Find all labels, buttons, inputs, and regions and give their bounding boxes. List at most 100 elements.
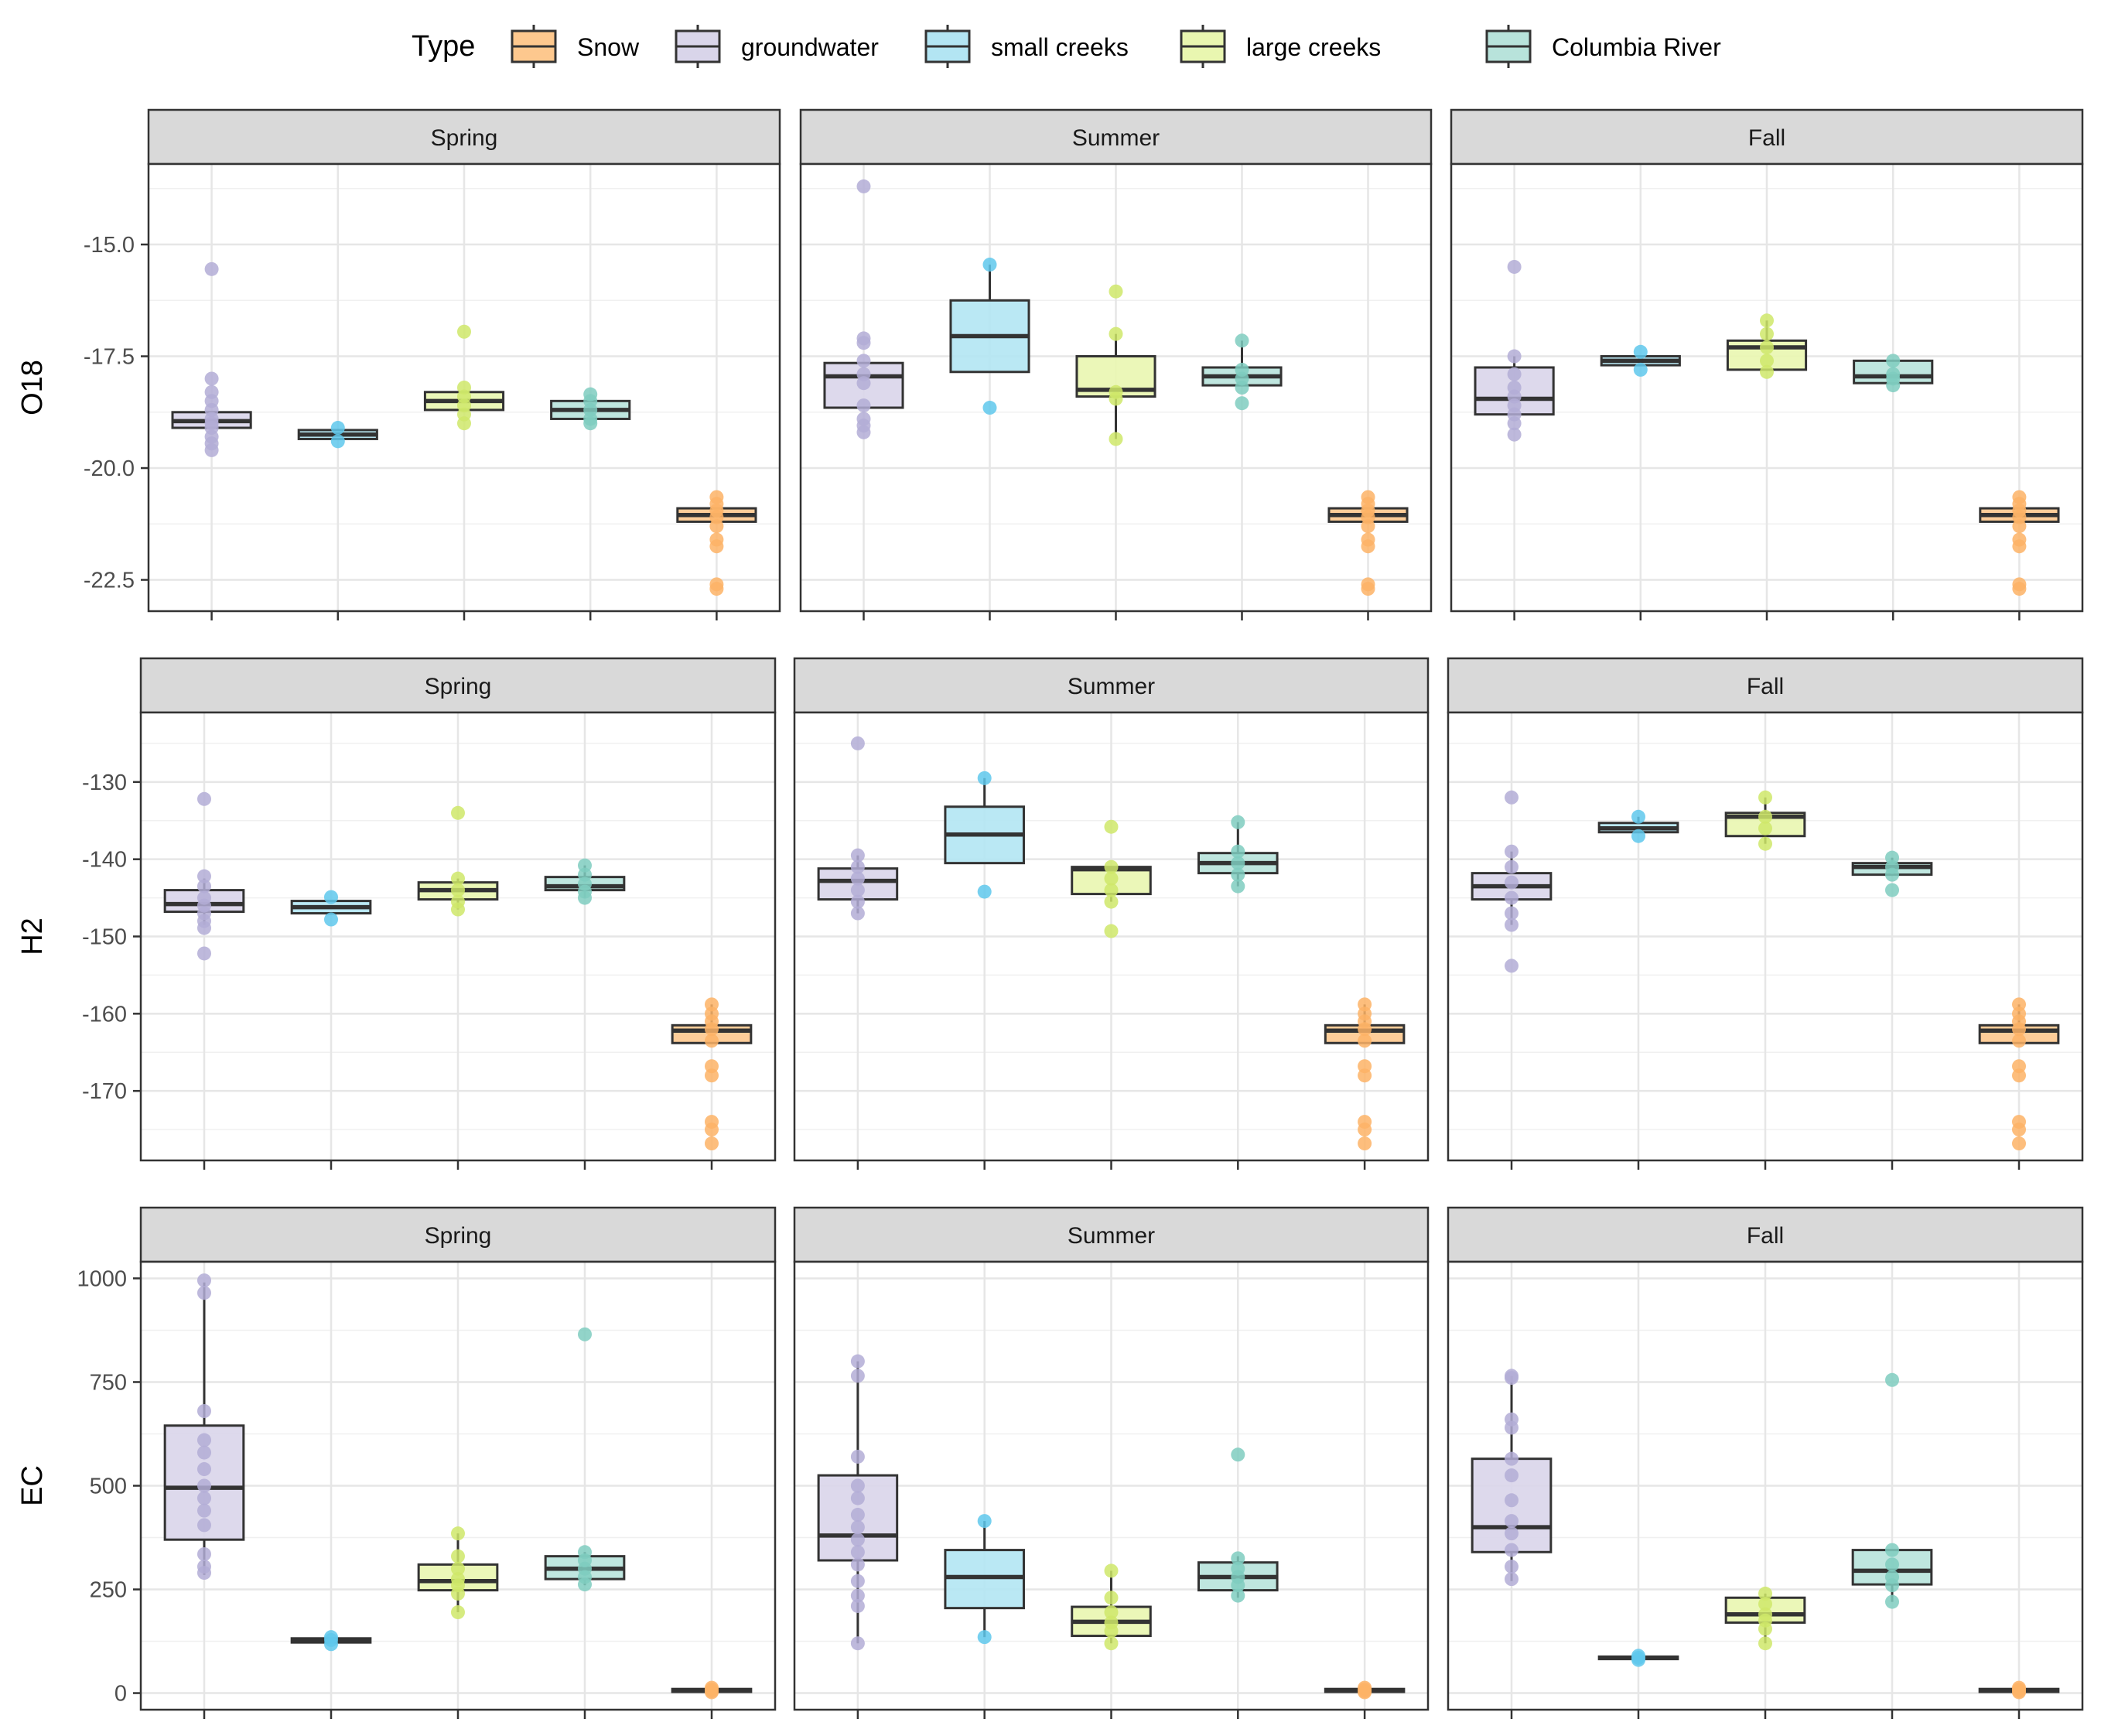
y-axis-label-h2: H2 [16, 918, 49, 955]
data-point [1231, 867, 1245, 882]
data-point [1760, 313, 1774, 328]
facet-strip [799, 108, 1433, 166]
data-point [1505, 1371, 1519, 1386]
box-snow [671, 1680, 753, 1700]
data-point [705, 1123, 719, 1137]
data-point [1505, 1493, 1519, 1508]
data-point [1507, 416, 1522, 431]
legend-item-large-creeks: large creeks [1180, 25, 1381, 68]
data-point [850, 871, 865, 886]
data-point [850, 1508, 865, 1522]
facet-strip [139, 657, 777, 714]
data-point [324, 890, 338, 904]
data-point [1758, 1597, 1772, 1611]
y-tick-label: -22.5 [84, 569, 135, 593]
data-point [850, 848, 865, 863]
data-point [856, 179, 871, 193]
data-point [1235, 333, 1249, 348]
data-point [1505, 1572, 1519, 1587]
data-point [451, 902, 465, 917]
legend-item-columbia-river: Columbia River [1485, 25, 1721, 68]
panel-h2-summer: Summer [793, 657, 1430, 1170]
data-point [1231, 879, 1245, 894]
box-large-creeks [1726, 313, 1808, 379]
data-point [850, 859, 865, 874]
legend-label: large creeks [1246, 33, 1381, 61]
data-point [1231, 815, 1245, 829]
facet-strip-label: Fall [1747, 1223, 1784, 1249]
data-point [451, 871, 465, 886]
data-point [850, 1354, 865, 1369]
facet-strip-label: Spring [425, 674, 492, 699]
data-point [1505, 1543, 1519, 1557]
box-snow [1324, 997, 1406, 1151]
facet-strip-label: Spring [431, 125, 498, 151]
box-small-creeks [944, 1514, 1025, 1645]
data-point [197, 1445, 211, 1460]
box-snow [1324, 1680, 1406, 1700]
panel-o18-summer: Summer [799, 108, 1433, 620]
data-point [1758, 821, 1772, 836]
data-point [850, 1557, 865, 1572]
box-columbia-river [1197, 815, 1279, 894]
facet-strip [1447, 1206, 2084, 1263]
data-point [1104, 859, 1119, 874]
facet-strip-label: Fall [1748, 125, 1785, 151]
data-point [451, 1549, 465, 1563]
data-point [1104, 1563, 1119, 1578]
data-point [330, 434, 345, 449]
box-groundwater [1471, 790, 1553, 973]
data-point [2012, 1034, 2026, 1048]
data-point [1886, 378, 1901, 393]
data-point [1109, 391, 1123, 406]
panel-ec-summer: Summer [793, 1206, 1430, 1719]
data-point [197, 1503, 211, 1518]
data-point [1361, 582, 1375, 596]
data-point [1104, 1636, 1119, 1651]
data-point [1231, 856, 1245, 870]
data-point [850, 1574, 865, 1588]
data-point [197, 1546, 211, 1561]
data-point [1358, 1680, 1372, 1695]
box-columbia-river [550, 387, 631, 431]
box-groundwater [1471, 1369, 1553, 1587]
data-point [856, 376, 871, 391]
box-columbia-river [544, 1327, 626, 1592]
data-point [1361, 519, 1375, 534]
data-point [197, 1462, 211, 1477]
data-point [1505, 1420, 1519, 1435]
data-point [1358, 1068, 1372, 1083]
data-point [1505, 1526, 1519, 1541]
data-point [197, 791, 211, 806]
box-large-creeks [1724, 1586, 1806, 1651]
data-point [197, 1404, 211, 1418]
data-point [850, 894, 865, 909]
data-point [705, 1034, 719, 1048]
data-point [324, 912, 338, 927]
data-point [197, 879, 211, 894]
y-tick-label: -140 [82, 848, 127, 873]
data-point [850, 1369, 865, 1383]
y-axis-label-o18: O18 [16, 360, 49, 415]
data-point [1104, 1605, 1119, 1620]
data-point [709, 582, 724, 596]
data-point [451, 1605, 465, 1620]
data-point [330, 421, 345, 436]
box-columbia-river [1197, 1447, 1279, 1603]
panel-o18-fall: Fall [1450, 108, 2084, 620]
facet-strip-label: Spring [425, 1223, 492, 1249]
data-point [850, 1491, 865, 1505]
data-point [850, 1598, 865, 1613]
data-point [1104, 924, 1119, 938]
y-tick-label: -170 [82, 1079, 127, 1104]
data-point [1505, 790, 1519, 805]
data-point [1505, 890, 1519, 905]
data-point [2012, 1123, 2026, 1137]
data-point [451, 1586, 465, 1601]
box-small-creeks [290, 890, 372, 927]
data-point [197, 1286, 211, 1300]
data-point [2012, 1068, 2026, 1083]
data-point [1231, 1447, 1245, 1462]
